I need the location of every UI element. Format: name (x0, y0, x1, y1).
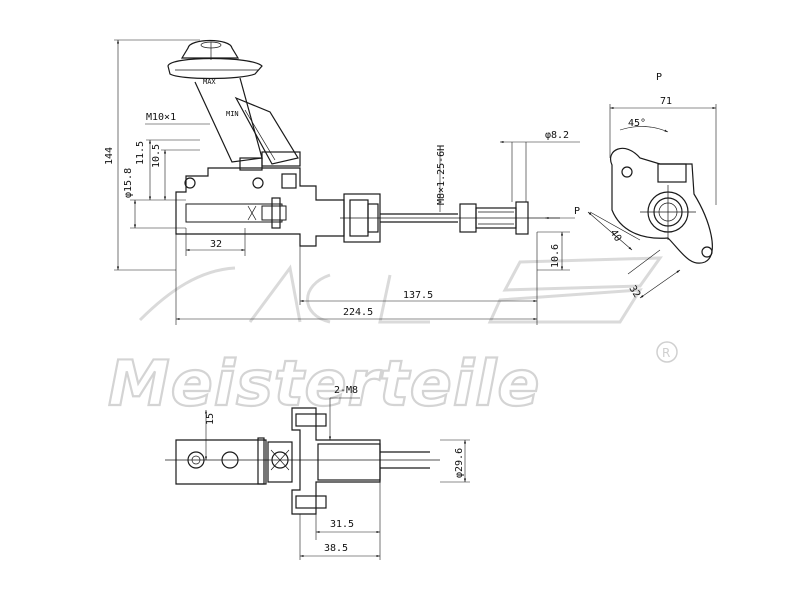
svg-text:R: R (662, 346, 670, 360)
dim-10-6: 10.6 (550, 244, 561, 268)
dim-10-5: 10.5 (151, 144, 162, 168)
dim-71: 71 (660, 96, 672, 107)
dim-rod-thread: M8×1.25-6H (436, 145, 447, 205)
master-cylinder-body (175, 167, 345, 247)
clevis (459, 201, 529, 235)
registered-mark: R (656, 341, 678, 363)
reservoir-min: MIN (226, 110, 239, 118)
reservoir-max: MAX (203, 78, 216, 86)
dim-224-5: 224.5 (343, 307, 373, 318)
dim-32-side: 32 (626, 284, 642, 300)
dim-31-5: 31.5 (330, 519, 354, 530)
dim-overall-height: 144 (104, 147, 115, 165)
watermark-logo (138, 256, 663, 324)
dim-32: 32 (210, 239, 222, 250)
dim-15: 15 (205, 413, 216, 425)
watermark-brand: Meisterteile (108, 347, 540, 420)
dim-11-5: 11.5 (135, 141, 146, 165)
dim-thread-m10: M10×1 (146, 112, 176, 123)
bottom-view: 15 2-M8 φ29.6 31.5 38.5 (165, 385, 470, 560)
dim-45deg: 45° (628, 118, 646, 129)
dim-29-6: φ29.6 (454, 448, 465, 478)
reservoir-neck (194, 77, 301, 171)
dim-38-5: 38.5 (324, 543, 348, 554)
top-view: MAX MIN (104, 39, 580, 325)
dim-40: 40 (607, 228, 623, 244)
pushrod-boot (340, 193, 560, 243)
dim-bore: φ15.8 (123, 168, 134, 198)
side-view-p: P 71 45° 40 32 (587, 72, 717, 300)
dim-rod-dia: φ8.2 (545, 130, 569, 141)
view-label-p: P (656, 72, 662, 83)
dim-137-5: 137.5 (403, 290, 433, 301)
reservoir-cap (167, 39, 263, 80)
watermark: Meisterteile R (107, 256, 678, 421)
pushrod-section-label: P (574, 206, 580, 217)
dim-2-m8: 2-M8 (334, 385, 358, 396)
